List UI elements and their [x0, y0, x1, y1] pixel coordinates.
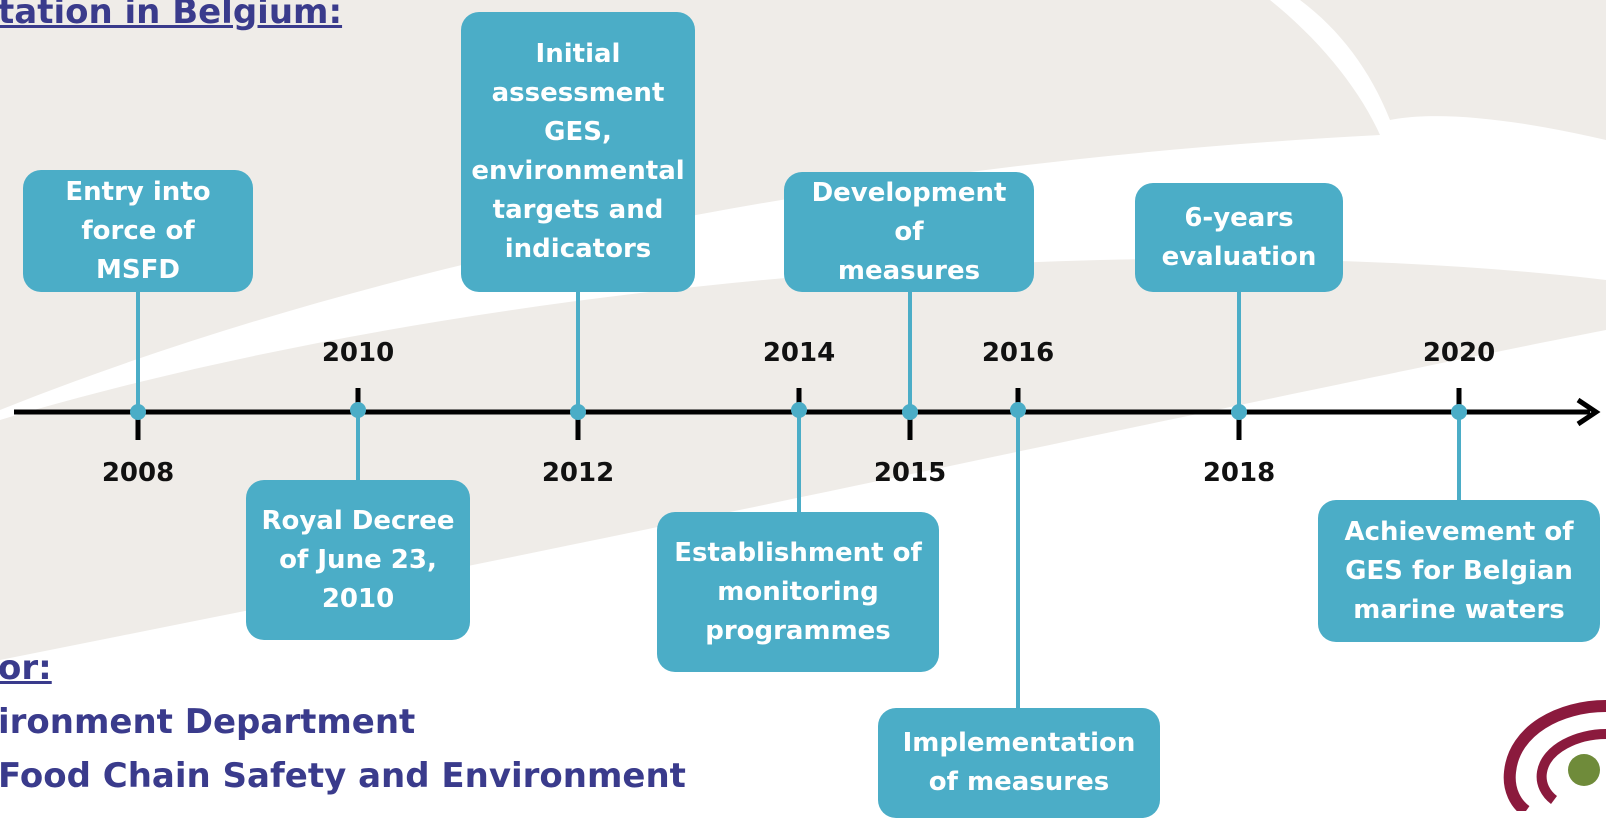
swoosh-left-curve [0, 0, 170, 160]
section-heading: or: [0, 648, 52, 688]
page-heading: tation in Belgium: [0, 0, 343, 32]
dot-2018 [1231, 404, 1247, 420]
event-box-2010: Royal Decree of June 23, 2010 [246, 480, 470, 640]
dot-2020 [1451, 404, 1467, 420]
logo-arc-outer [1503, 700, 1606, 811]
event-box-2020: Achievement of GES for Belgian marine wa… [1318, 500, 1600, 642]
logo-arc-inner [1536, 729, 1606, 804]
event-box-2014: Establishment of monitoring programmes [657, 512, 939, 672]
department-line-2: Food Chain Safety and Environment [0, 756, 686, 796]
timeline-arrowhead [1576, 397, 1601, 427]
year-label-2014: 2014 [762, 338, 836, 368]
year-label-2020: 2020 [1422, 338, 1496, 368]
year-label-2008: 2008 [101, 458, 175, 488]
dot-2014 [791, 402, 807, 418]
year-label-2016: 2016 [981, 338, 1055, 368]
logo-dot [1568, 754, 1600, 786]
event-box-2015: Development of measures [784, 172, 1034, 292]
year-label-2018: 2018 [1202, 458, 1276, 488]
organization-logo [1503, 700, 1606, 811]
event-box-2018: 6-years evaluation [1135, 183, 1343, 292]
event-box-2012: Initial assessment GES, environmental ta… [461, 12, 695, 292]
event-box-2008: Entry into force of MSFD [23, 170, 253, 292]
dot-2016 [1010, 402, 1026, 418]
year-label-2010: 2010 [321, 338, 395, 368]
dot-2008 [130, 404, 146, 420]
dot-2010 [350, 402, 366, 418]
dot-2012 [570, 404, 586, 420]
event-box-2016: Implementation of measures [878, 708, 1160, 818]
department-line-1: ironment Department [0, 702, 416, 742]
year-label-2015: 2015 [873, 458, 947, 488]
year-label-2012: 2012 [541, 458, 615, 488]
dot-2015 [902, 404, 918, 420]
swoosh-right [1300, 0, 1606, 140]
